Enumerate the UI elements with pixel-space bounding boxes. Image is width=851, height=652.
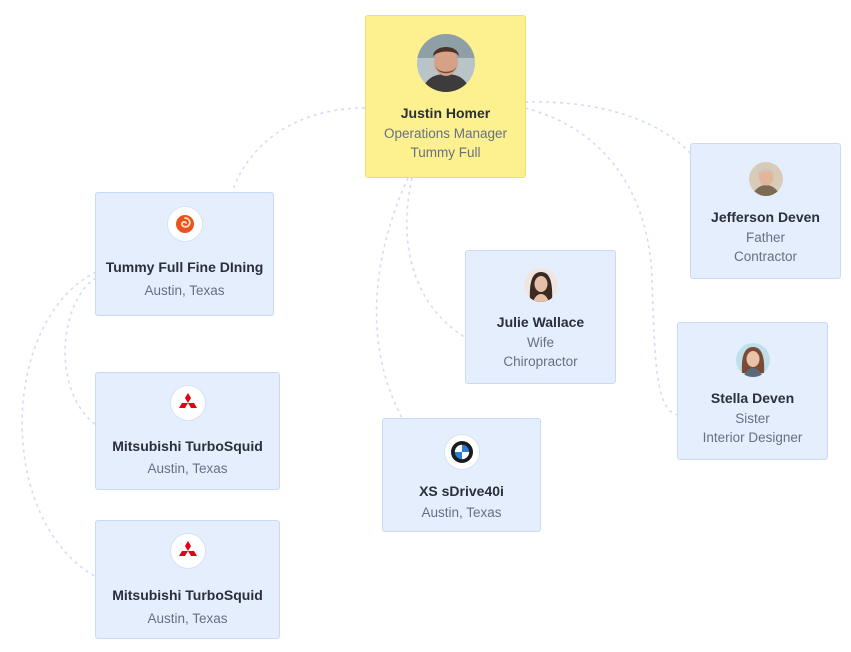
connector-root-fine-dining (231, 107, 366, 193)
organization-location: Austin, Texas (144, 283, 225, 298)
relative-name: Stella Deven (710, 390, 795, 406)
relative-name: Julie Wallace (496, 314, 585, 330)
swirl-logo-icon (166, 206, 203, 242)
root-title: Operations Manager (383, 126, 508, 141)
bmw-logo-icon (443, 434, 480, 470)
connector-root-bmw (375, 177, 409, 421)
connector-root-stella (524, 107, 679, 416)
mitsubishi-logo-icon (169, 533, 206, 569)
relative-relation: Wife (527, 335, 554, 350)
root-name: Justin Homer (400, 105, 491, 121)
organization-card-mitsubishi-2[interactable]: Mitsubishi TurboSquid Austin, Texas (95, 520, 280, 639)
vehicle-card-bmw[interactable]: XS sDrive40i Austin, Texas (382, 418, 541, 532)
organization-location: Austin, Texas (147, 461, 228, 476)
organization-name: Mitsubishi TurboSquid (112, 587, 263, 603)
connector-dining-mitsubishi-1 (64, 277, 97, 426)
relative-card-julie[interactable]: Julie Wallace Wife Chiropractor (465, 250, 616, 384)
organization-card-fine-dining[interactable]: Tummy Full Fine DIning Austin, Texas (95, 192, 274, 316)
relative-card-jefferson[interactable]: Jefferson Deven Father Contractor (690, 143, 841, 279)
relative-occupation: Chiropractor (503, 354, 578, 369)
relative-card-stella[interactable]: Stella Deven Sister Interior Designer (677, 322, 828, 460)
mitsubishi-logo-icon (169, 385, 206, 421)
organization-card-mitsubishi-1[interactable]: Mitsubishi TurboSquid Austin, Texas (95, 372, 280, 490)
relative-relation: Father (745, 230, 786, 245)
person-photo-icon (735, 343, 770, 377)
vehicle-location: Austin, Texas (421, 505, 502, 520)
person-photo-icon (748, 162, 783, 196)
organization-name: Mitsubishi TurboSquid (112, 438, 263, 454)
connector-root-jefferson (524, 101, 693, 156)
vehicle-name: XS sDrive40i (419, 483, 504, 499)
root-person-card[interactable]: Justin Homer Operations Manager Tummy Fu… (365, 15, 526, 178)
organization-name: Tummy Full Fine DIning (105, 259, 264, 275)
root-company: Tummy Full (410, 145, 481, 160)
person-photo-icon (523, 268, 558, 302)
relative-relation: Sister (735, 411, 770, 426)
connector-dining-mitsubishi-2 (21, 271, 97, 578)
connector-root-julie (405, 177, 467, 339)
relative-occupation: Contractor (733, 249, 798, 264)
organization-location: Austin, Texas (147, 611, 228, 626)
relative-occupation: Interior Designer (702, 430, 803, 445)
person-photo-icon (416, 34, 475, 92)
relative-name: Jefferson Deven (711, 209, 820, 225)
